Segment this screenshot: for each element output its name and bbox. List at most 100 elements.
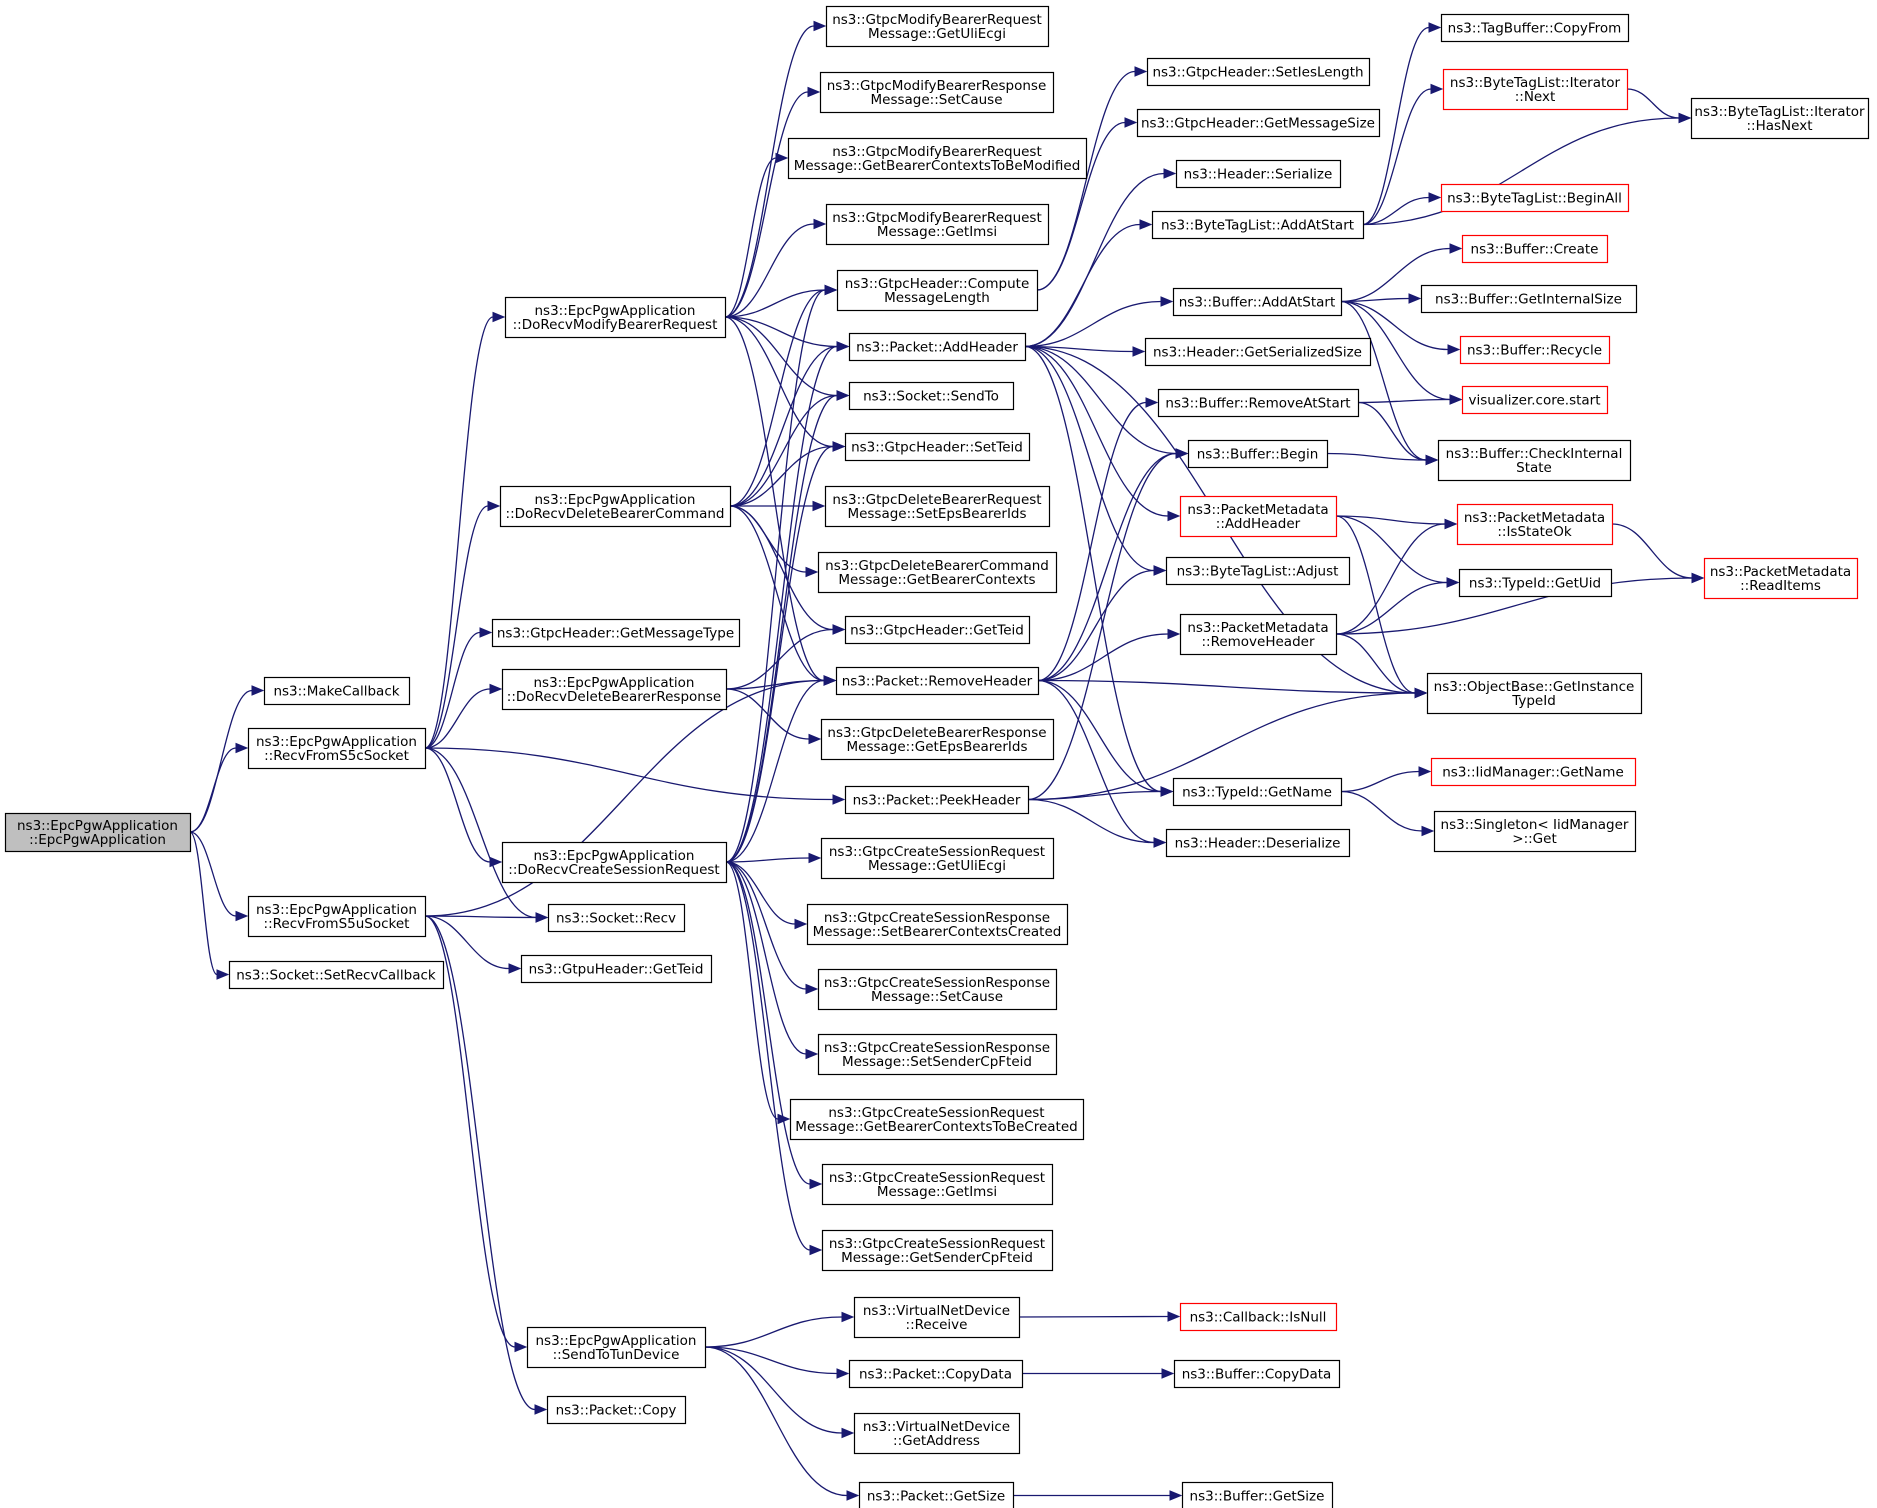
node-hdr-getsersize[interactable]: ns3::Header::GetSerializedSize (1144, 337, 1372, 367)
node-typeid-getuid[interactable]: ns3::TypeId::GetUid (1458, 568, 1613, 598)
node-ddbc[interactable]: ns3::EpcPgwApplication::DoRecvDeleteBear… (499, 485, 732, 528)
node-csr-fteid[interactable]: ns3::GtpcCreateSessionRequestMessage::Ge… (821, 1229, 1054, 1272)
node-hdr-deserialize[interactable]: ns3::Header::Deserialize (1165, 828, 1351, 858)
node-typeid-getname[interactable]: ns3::TypeId::GetName (1172, 777, 1343, 807)
node-makecb[interactable]: ns3::MakeCallback (263, 676, 411, 706)
node-csr-uli[interactable]: ns3::GtpcCreateSessionRequestMessage::Ge… (820, 837, 1055, 880)
node-tagbuf-copyfrom[interactable]: ns3::TagBuffer::CopyFrom (1440, 13, 1630, 43)
edge-arrowhead (836, 1368, 850, 1379)
edge-line (1335, 581, 1448, 635)
node-label: ns3::MakeCallback (273, 684, 399, 700)
node-label: Message::SetCause (871, 989, 1003, 1005)
edge-arrowhead (807, 86, 821, 98)
node-btl-it-next[interactable]: ns3::ByteTagList::Iterator::Next (1442, 68, 1629, 111)
node-buf-copydata[interactable]: ns3::Buffer::CopyData (1173, 1359, 1341, 1389)
edge-arrowhead (1447, 344, 1461, 355)
node-pktcopy[interactable]: ns3::Packet::Copy (546, 1395, 687, 1425)
node-label: Message::GetBearerContextsToBeModified (794, 158, 1081, 174)
node-label: ns3::GtpcHeader::Compute (845, 276, 1030, 292)
node-pm-readitems[interactable]: ns3::PacketMetadata::ReadItems (1703, 557, 1859, 600)
node-pktcopydata[interactable]: ns3::Packet::CopyData (848, 1359, 1024, 1389)
node-vnd-addr[interactable]: ns3::VirtualNetDevice::GetAddress (853, 1412, 1021, 1455)
node-hdrserialize[interactable]: ns3::Header::Serialize (1175, 159, 1342, 189)
node-dcsr[interactable]: ns3::EpcPgwApplication::DoRecvCreateSess… (501, 841, 728, 884)
edge-pm-isstateok-to-pm-readitems (1611, 523, 1705, 584)
node-sendtun[interactable]: ns3::EpcPgwApplication::SendToTunDevice (526, 1326, 707, 1369)
node-sendto[interactable]: ns3::Socket::SendTo (848, 381, 1015, 411)
node-s5u[interactable]: ns3::EpcPgwApplication::RecvFromS5uSocke… (247, 895, 427, 938)
node-iidmgr-getname[interactable]: ns3::IidManager::GetName (1430, 757, 1637, 787)
node-gmt[interactable]: ns3::GtpcHeader::GetMessageType (491, 618, 741, 648)
node-dmbr[interactable]: ns3::EpcPgwApplication::DoRecvModifyBear… (504, 296, 727, 339)
node-peekheader[interactable]: ns3::Packet::PeekHeader (844, 785, 1030, 815)
node-box (824, 485, 1051, 528)
node-btl-beginall[interactable]: ns3::ByteTagList::BeginAll (1440, 183, 1630, 213)
node-dbc-ctx[interactable]: ns3::GtpcDeleteBearerCommandMessage::Get… (817, 551, 1058, 594)
node-btl-addatstart[interactable]: ns3::ByteTagList::AddAtStart (1151, 210, 1365, 240)
node-label: ns3::GtpcModifyBearerResponse (827, 78, 1047, 94)
edge-line (1362, 88, 1432, 226)
node-setrecv[interactable]: ns3::Socket::SetRecvCallback (228, 960, 445, 990)
node-pm-removeheader[interactable]: ns3::PacketMetadata::RemoveHeader (1179, 613, 1338, 656)
node-csr-imsi[interactable]: ns3::GtpcCreateSessionRequestMessage::Ge… (821, 1163, 1054, 1206)
node-ddbr[interactable]: ns3::EpcPgwApplication::DoRecvDeleteBear… (501, 668, 728, 711)
edge-s5c-to-ddbr (424, 683, 503, 749)
node-s5c[interactable]: ns3::EpcPgwApplication::RecvFromS5cSocke… (247, 727, 427, 770)
node-viz-start[interactable]: visualizer.core.start (1461, 385, 1609, 415)
node-vnd-recv[interactable]: ns3::VirtualNetDevice::Receive (853, 1296, 1021, 1339)
node-box (1165, 556, 1351, 586)
node-csresp-ctx[interactable]: ns3::GtpcCreateSessionResponseMessage::S… (806, 903, 1069, 946)
node-singleton-get[interactable]: ns3::Singleton< IidManager>::Get (1433, 810, 1637, 853)
node-dbresp-eps[interactable]: ns3::GtpcDeleteBearerResponseMessage::Ge… (820, 718, 1055, 761)
node-buf-removeatstart[interactable]: ns3::Buffer::RemoveAtStart (1157, 388, 1360, 418)
node-btl-adjust[interactable]: ns3::ByteTagList::Adjust (1165, 556, 1351, 586)
node-box (853, 1412, 1021, 1455)
node-mbr-imsi[interactable]: ns3::GtpcModifyBearerRequestMessage::Get… (825, 203, 1050, 246)
edge-s5u-to-sendtun (424, 915, 528, 1353)
edge-arrowhead (841, 1311, 855, 1323)
node-cb-isnull[interactable]: ns3::Callback::IsNull (1179, 1302, 1338, 1332)
edge-arrowhead (809, 1178, 823, 1190)
edge-arrowhead (1446, 577, 1460, 588)
node-buf-recycle[interactable]: ns3::Buffer::Recycle (1459, 335, 1611, 365)
node-removeheader[interactable]: ns3::Packet::RemoveHeader (835, 666, 1040, 696)
edge-line (704, 1316, 843, 1348)
node-setieslen[interactable]: ns3::GtpcHeader::SetIesLength (1146, 57, 1371, 87)
node-box (1179, 495, 1338, 538)
node-buf-begin[interactable]: ns3::Buffer::Begin (1187, 439, 1329, 469)
edge-pktgetsize-to-buf-getsize (1013, 1490, 1183, 1501)
node-label: ns3::Buffer::AddAtStart (1179, 295, 1336, 311)
node-dbr-eps[interactable]: ns3::GtpcDeleteBearerRequestMessage::Set… (824, 485, 1051, 528)
edge-arrowhead (846, 1490, 860, 1501)
node-sockrecv[interactable]: ns3::Socket::Recv (547, 903, 686, 933)
node-gtputeid[interactable]: ns3::GtpuHeader::GetTeid (520, 954, 713, 984)
node-box (1181, 1481, 1334, 1508)
node-setteid[interactable]: ns3::GtpcHeader::SetTeid (844, 432, 1031, 462)
edge-dcsr-to-csresp-cause (725, 861, 819, 995)
node-buf-create[interactable]: ns3::Buffer::Create (1461, 234, 1609, 264)
node-getmsgsize[interactable]: ns3::GtpcHeader::GetMessageSize (1136, 108, 1381, 138)
edge-line (1335, 577, 1693, 635)
edge-arrowhead (808, 852, 822, 864)
node-label: Message::GetImsi (877, 224, 997, 240)
node-pm-addheader[interactable]: ns3::PacketMetadata::AddHeader (1179, 495, 1338, 538)
edge-line (1037, 633, 1169, 682)
node-csresp-fteid[interactable]: ns3::GtpcCreateSessionResponseMessage::S… (817, 1033, 1058, 1076)
node-buf-getsize[interactable]: ns3::Buffer::GetSize (1181, 1481, 1334, 1508)
node-mbr-ctx[interactable]: ns3::GtpcModifyBearerRequestMessage::Get… (787, 137, 1088, 180)
node-btl-it-hasnext[interactable]: ns3::ByteTagList::Iterator::HasNext (1690, 97, 1870, 140)
node-csr-ctx[interactable]: ns3::GtpcCreateSessionRequestMessage::Ge… (789, 1098, 1085, 1141)
node-csresp-cause[interactable]: ns3::GtpcCreateSessionResponseMessage::S… (817, 968, 1058, 1011)
node-buf-addatstart[interactable]: ns3::Buffer::AddAtStart (1172, 287, 1343, 317)
node-pktgetsize[interactable]: ns3::Packet::GetSize (858, 1481, 1015, 1508)
node-mbresp-cause[interactable]: ns3::GtpcModifyBearerResponseMessage::Se… (819, 71, 1055, 114)
node-root[interactable]: ns3::EpcPgwApplication::EpcPgwApplicatio… (4, 812, 192, 853)
node-pm-isstateok[interactable]: ns3::PacketMetadata::IsStateOk (1456, 503, 1614, 546)
node-mbr-uli[interactable]: ns3::GtpcModifyBearerRequestMessage::Get… (825, 5, 1050, 48)
node-getteid[interactable]: ns3::GtpcHeader::GetTeid (844, 615, 1031, 645)
node-addheader[interactable]: ns3::Packet::AddHeader (848, 332, 1027, 362)
node-buf-getinternalsize[interactable]: ns3::Buffer::GetInternalSize (1420, 284, 1638, 314)
